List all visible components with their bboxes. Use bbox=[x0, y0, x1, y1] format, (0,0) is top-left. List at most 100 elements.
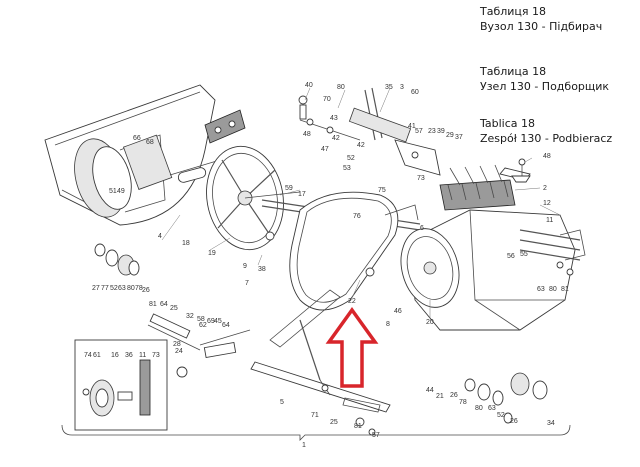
callout-18: 18 bbox=[182, 240, 190, 247]
callout-53: 53 bbox=[343, 165, 351, 172]
callout-26b: 26 bbox=[450, 392, 458, 399]
callout-76: 76 bbox=[353, 213, 361, 220]
callout-68: 68 bbox=[146, 139, 154, 146]
callout-80d: 80 bbox=[475, 405, 483, 412]
right-bearing-parts bbox=[464, 372, 548, 424]
chain-guard-loop-part bbox=[289, 191, 419, 311]
callout-22: 22 bbox=[348, 298, 356, 305]
callout-57: 57 bbox=[415, 128, 423, 135]
callout-1: 1 bbox=[302, 442, 306, 449]
callout-81c: 81 bbox=[354, 423, 362, 430]
left-hub-parts bbox=[94, 243, 251, 378]
callout-80: 80 bbox=[337, 84, 345, 91]
callout-74: 74 bbox=[84, 352, 92, 359]
callout-52b: 52 bbox=[110, 285, 118, 292]
callout-49: 49 bbox=[117, 188, 125, 195]
callout-46: 46 bbox=[394, 308, 402, 315]
callout-7: 7 bbox=[245, 280, 249, 287]
callout-55: 55 bbox=[520, 251, 528, 258]
callout-26: 26 bbox=[142, 287, 150, 294]
right-housing-part bbox=[400, 209, 586, 331]
callout-42: 42 bbox=[332, 135, 340, 142]
callout-25b: 25 bbox=[330, 419, 338, 426]
callout-28: 28 bbox=[173, 341, 181, 348]
callout-12: 12 bbox=[543, 200, 551, 207]
callout-43: 43 bbox=[330, 115, 338, 122]
callout-34: 34 bbox=[547, 420, 555, 427]
callout-73b: 73 bbox=[152, 352, 160, 359]
callout-66: 66 bbox=[133, 135, 141, 142]
callout-52: 52 bbox=[347, 155, 355, 162]
table-number-ua: Таблиця 18 bbox=[480, 5, 547, 18]
callout-2: 2 bbox=[543, 185, 547, 192]
callout-20: 20 bbox=[426, 319, 434, 326]
callout-42b: 42 bbox=[357, 142, 365, 149]
callout-63: 63 bbox=[537, 286, 545, 293]
callout-24: 24 bbox=[175, 348, 183, 355]
callout-71: 71 bbox=[311, 412, 319, 419]
lower-bar-part bbox=[250, 289, 391, 436]
callout-59: 59 bbox=[285, 185, 293, 192]
callout-29: 29 bbox=[446, 132, 454, 139]
callout-11b: 11 bbox=[139, 352, 146, 359]
assembly-name-ua: Вузол 130 - Підбирач bbox=[480, 20, 603, 33]
callout-70: 70 bbox=[323, 96, 331, 103]
callout-3: 3 bbox=[400, 84, 404, 91]
table-number-pl: Tablica 18 bbox=[480, 117, 536, 130]
pickup-tines-part bbox=[439, 164, 531, 211]
callout-63c: 63 bbox=[488, 405, 496, 412]
callout-78b: 78 bbox=[459, 399, 467, 406]
callout-23: 23 bbox=[428, 128, 436, 135]
callout-75: 75 bbox=[378, 187, 386, 194]
callout-69: 69 bbox=[207, 318, 215, 325]
callout-5: 5 bbox=[280, 399, 284, 406]
callout-11: 11 bbox=[546, 217, 553, 224]
title-block-polish: Tablica 18 Zespół 130 - Podbieracz bbox=[480, 116, 636, 146]
callout-39: 39 bbox=[437, 128, 445, 135]
callout-27: 27 bbox=[92, 285, 100, 292]
spoked-wheel-part bbox=[206, 145, 301, 251]
callout-80c: 80 bbox=[127, 285, 135, 292]
callout-60: 60 bbox=[411, 89, 419, 96]
callout-81: 81 bbox=[561, 286, 569, 293]
callout-41: 41 bbox=[408, 123, 416, 130]
callout-labels: 40 70 80 43 42 48 47 35 3 60 41 57 23 39… bbox=[84, 82, 569, 449]
callout-45: 45 bbox=[214, 318, 222, 325]
assembly-name-ru: Узел 130 - Подборщик bbox=[480, 80, 610, 93]
callout-51: 51 bbox=[109, 188, 117, 195]
callout-25: 25 bbox=[170, 305, 178, 312]
callout-8: 8 bbox=[386, 321, 390, 328]
callout-19: 19 bbox=[208, 250, 216, 257]
callout-47: 47 bbox=[321, 146, 329, 153]
callout-38: 38 bbox=[258, 266, 266, 273]
top-bracket-parts bbox=[298, 87, 441, 176]
callout-32: 32 bbox=[186, 313, 194, 320]
callout-48b: 48 bbox=[543, 153, 551, 160]
callout-61: 61 bbox=[93, 352, 101, 359]
callout-48: 48 bbox=[303, 131, 311, 138]
callout-77: 77 bbox=[101, 285, 109, 292]
callout-80b: 80 bbox=[549, 286, 557, 293]
callout-63b: 63 bbox=[118, 285, 126, 292]
callout-58: 58 bbox=[197, 316, 205, 323]
table-number-ru: Таблица 18 bbox=[480, 65, 547, 78]
callout-17: 17 bbox=[298, 191, 306, 198]
callout-44: 44 bbox=[426, 387, 434, 394]
callout-62: 62 bbox=[199, 322, 207, 329]
callout-6: 6 bbox=[420, 225, 424, 232]
assembly-bracket-line bbox=[61, 424, 571, 441]
callout-64b: 64 bbox=[222, 322, 230, 329]
callout-4: 4 bbox=[158, 233, 162, 240]
callout-9: 9 bbox=[243, 263, 247, 270]
left-housing-part bbox=[44, 84, 246, 226]
title-block-russian: Таблица 18 Узел 130 - Подборщик bbox=[480, 64, 636, 94]
callout-36: 36 bbox=[125, 352, 133, 359]
callout-78: 78 bbox=[135, 285, 143, 292]
callout-52c: 52 bbox=[497, 412, 505, 419]
title-block-ukrainian: Таблиця 18 Вузол 130 - Підбирач bbox=[480, 4, 636, 34]
callout-40: 40 bbox=[305, 82, 313, 89]
red-up-arrow-icon bbox=[325, 307, 379, 388]
callout-81b: 81 bbox=[149, 301, 157, 308]
